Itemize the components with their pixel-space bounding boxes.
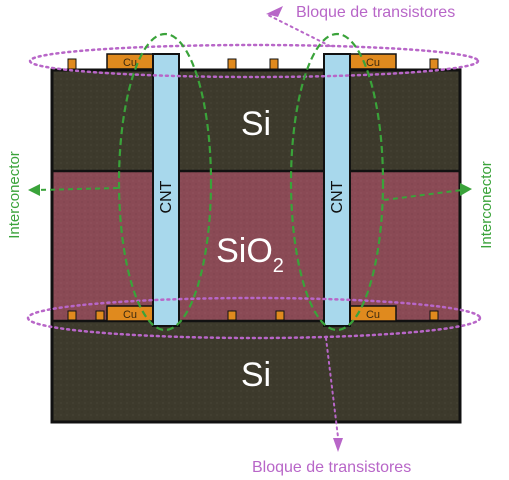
- bottom-block-arrow: [325, 337, 339, 438]
- interconnector-left-arrowhead: [28, 184, 40, 196]
- top-contact-pads: [67, 58, 439, 70]
- interconnector-left-arrow: [37, 187, 119, 191]
- cu-label: Cu: [123, 309, 137, 321]
- sio2-label-main: SiO: [216, 232, 273, 270]
- cu-pad-top-left: Cu: [106, 53, 154, 70]
- bottom-block-arrowhead: [333, 438, 343, 452]
- si-top-label: Si: [241, 105, 271, 143]
- interconnector-right-ellipse: [289, 32, 385, 332]
- transistor-block-top-ellipse: [28, 43, 480, 79]
- cu-pad-bottom-right: Cu: [349, 305, 397, 322]
- interconnector-right-arrowhead: [460, 183, 472, 196]
- cnt-column-right: CNT: [323, 53, 351, 327]
- sio2-label: SiO2: [216, 232, 284, 277]
- sio2-label-subscript: 2: [273, 255, 284, 277]
- transistor-block-top-label: Bloque de transistores: [296, 4, 455, 21]
- cu-label: Cu: [366, 309, 380, 321]
- si-bottom-label: Si: [241, 356, 271, 394]
- cu-pad-top-right: Cu: [349, 53, 397, 70]
- interconnector-label-left: Interconector: [6, 151, 23, 239]
- cnt-label-left: CNT: [158, 180, 175, 213]
- bottom-contact-pads: [67, 310, 439, 321]
- cnt-column-left: CNT: [152, 53, 180, 327]
- top-block-arrowhead: [266, 6, 283, 17]
- interconnector-left-ellipse: [117, 32, 213, 332]
- stack-outline: [50, 68, 462, 424]
- cu-label: Cu: [123, 57, 137, 69]
- cu-pad-bottom-left: Cu: [106, 305, 154, 322]
- transistor-block-bottom-label: Bloque de transistores: [252, 459, 411, 476]
- cu-label: Cu: [366, 57, 380, 69]
- cnt-label-right: CNT: [329, 180, 346, 213]
- interconnector-label-right: Interconector: [478, 161, 495, 249]
- interconnector-right-arrow: [383, 189, 463, 201]
- top-block-arrow: [265, 13, 331, 47]
- transistor-block-bottom-ellipse: [26, 296, 482, 340]
